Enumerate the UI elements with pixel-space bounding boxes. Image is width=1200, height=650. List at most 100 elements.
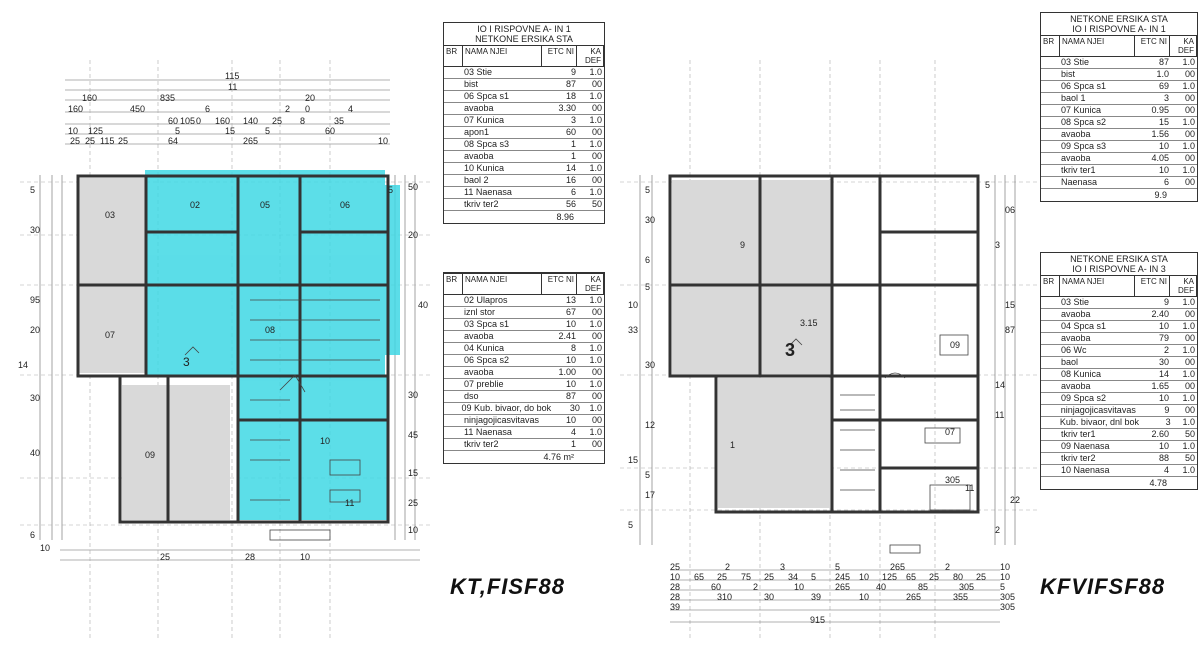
dim-text: 5	[175, 126, 181, 136]
table-cell: 14	[1158, 369, 1169, 379]
table-cell: tkriv ter2	[1061, 453, 1096, 463]
table-cell	[1041, 297, 1059, 308]
dim-text: 25	[764, 572, 775, 582]
table-cell: 50	[1184, 429, 1195, 439]
col-header: KA DEF	[1170, 276, 1197, 296]
table-cell	[1041, 153, 1059, 164]
dim-text: 30	[764, 592, 775, 602]
table-cell: 1.0	[589, 295, 602, 305]
dim-text: 20	[408, 230, 419, 240]
table-cell: 69	[1158, 81, 1169, 91]
table-cell: 00	[1184, 93, 1195, 103]
dim-text: 14	[995, 380, 1006, 390]
table-cell: 10 Kunica	[464, 163, 505, 173]
table-cell: 67	[565, 307, 576, 317]
table-cell	[1041, 309, 1059, 320]
table-cell: 00	[1184, 381, 1195, 391]
dim-text: 115	[100, 136, 115, 146]
dim-text: 5	[388, 185, 394, 195]
dim-text: 64	[168, 136, 179, 146]
table-cell: 06 Spca s1	[1061, 81, 1107, 91]
table-cell	[1041, 141, 1059, 152]
table-cell	[1041, 393, 1059, 404]
dim-text: 06	[1005, 205, 1016, 215]
table-cell: 11 Naenasa	[464, 187, 512, 197]
dim-text: 11	[995, 410, 1005, 420]
table-header: BR NAMA NJEI ETC NI KA DEF	[444, 45, 604, 67]
dim-text: 25	[85, 136, 96, 146]
dim-text: 125	[88, 126, 104, 136]
dim-text: 28	[245, 552, 256, 562]
dim-text: 3	[780, 562, 786, 572]
table-total: 9.9	[1154, 190, 1167, 200]
table-cell: 1.0	[589, 139, 602, 149]
table-cell: 00	[591, 367, 602, 377]
dim-text: 0	[196, 116, 202, 126]
dim-text: 5	[985, 180, 991, 190]
table-cell: 1.0	[589, 355, 602, 365]
dim-text: 65	[906, 572, 917, 582]
dim-text: 20	[30, 325, 41, 335]
dim-text: 835	[160, 93, 176, 103]
dim-text: 25	[670, 562, 681, 572]
table-cell: 1.0	[1182, 369, 1195, 379]
dim-text: 5	[835, 562, 841, 572]
dim-text: 160	[215, 116, 231, 126]
table-cell	[1041, 333, 1059, 344]
table-cell	[1041, 465, 1059, 476]
dim-text: 5	[645, 282, 651, 292]
table-cell: 10	[1158, 165, 1169, 175]
table-cell: 3.30	[558, 103, 576, 113]
right-area-table-1: NETKONE ERSIKA STA IO I RISPOVNE A- IN 1…	[1040, 12, 1198, 202]
dim-text: 11	[228, 82, 238, 92]
table-title-line: NETKONE ERSIKA STA	[475, 34, 573, 44]
dim-text: 4	[348, 104, 354, 114]
table-cell: 16	[565, 175, 576, 185]
dim-text: 34	[788, 572, 799, 582]
table-cell: 1.56	[1151, 129, 1169, 139]
table-cell: tkriv ter1	[1061, 429, 1096, 439]
table-cell: 10	[565, 415, 576, 425]
table-cell: 1.0	[1182, 165, 1195, 175]
table-cell: 9	[1164, 405, 1170, 415]
dim-text: 28	[670, 582, 681, 592]
table-cell: 06 Spca s1	[464, 91, 510, 101]
table-cell: 10	[565, 379, 576, 389]
dim-text: 265	[835, 582, 851, 592]
dim-text: 60	[325, 126, 336, 136]
dim-text: 10	[794, 582, 805, 592]
dim-text: 12	[645, 420, 656, 430]
dim-text: 85	[918, 582, 929, 592]
table-cell: 1	[570, 439, 576, 449]
table-cell: 1.65	[1151, 381, 1169, 391]
dim-text: 40	[30, 448, 41, 458]
table-cell: 09 Spca s3	[1061, 141, 1107, 151]
table-cell: 87	[565, 79, 576, 89]
dim-text: 3	[995, 240, 1001, 250]
table-header: BR NAMA NJEI ETC NI KA DEF	[1041, 35, 1197, 57]
table-cell: avaoba	[464, 331, 494, 341]
left-inner-lines	[184, 299, 380, 541]
table-cell: 1.0	[589, 319, 602, 329]
table-cell: 1.0	[1156, 69, 1169, 79]
left-area-table-1: IO I RISPOVNE A- IN 1 NETKONE ERSIKA STA…	[443, 22, 605, 224]
